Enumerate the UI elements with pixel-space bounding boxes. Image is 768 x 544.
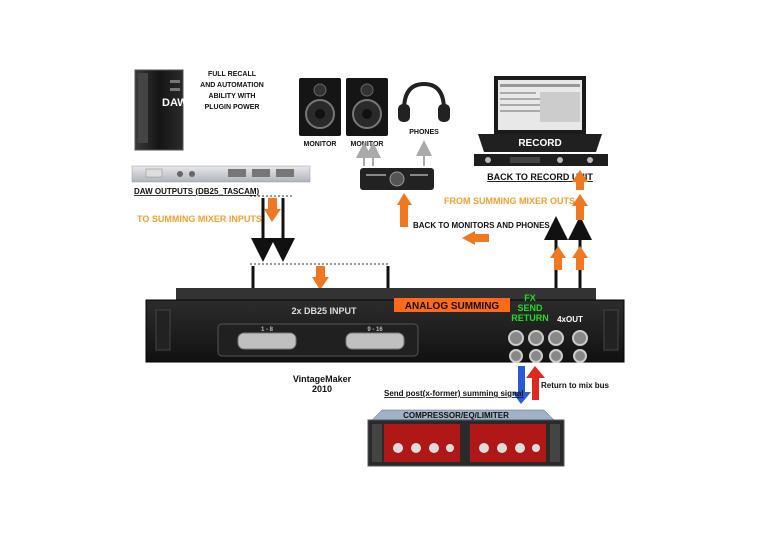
headphones-icon: PHONES (398, 81, 450, 136)
db25-b-label: 9 - 16 (367, 327, 383, 333)
red-return-arrow (526, 366, 545, 400)
laptop-icon: RECORD (478, 76, 602, 152)
return-label: RETURN (511, 313, 549, 323)
daw-label: DAW (162, 97, 188, 109)
rack-interface-icon (474, 154, 608, 166)
orange-arrow-left (462, 231, 489, 245)
monitor-left-label: MONITOR (304, 141, 337, 148)
back-to-monitors-label: BACK TO MONITORS AND PHONES (413, 221, 550, 230)
full-recall-line-4: PLUGIN POWER (205, 104, 260, 111)
orange-arrow-record-2 (572, 170, 588, 190)
monitor-controller-icon (360, 168, 434, 190)
return-mix-label: Return to mix bus (541, 381, 610, 390)
analog-summing-badge (394, 298, 510, 312)
daw-outputs-label: DAW OUTPUTS (DB25_TASCAM) (134, 187, 260, 196)
compressor-unit-icon (367, 409, 565, 467)
vintagemaker-label: VintageMaker (293, 374, 352, 384)
monitor-speaker-icon: MONITOR (299, 78, 341, 148)
four-out-label: 4xOUT (557, 315, 583, 324)
back-to-record-label: BACK TO RECORD UNIT (487, 172, 593, 182)
orange-arrow-input (312, 266, 329, 290)
summing-mixer-icon: 1 - 8 9 - 16 (145, 288, 625, 363)
send-label: SEND (517, 303, 543, 313)
year-label: 2010 (312, 384, 332, 394)
analog-summing-label: ANALOG SUMMING (405, 301, 500, 312)
db25-a-label: 1 - 8 (261, 327, 274, 333)
record-label: RECORD (518, 138, 561, 149)
blue-send-arrow (512, 366, 531, 404)
send-post-label: Send post(x-former) summing signal (384, 389, 524, 398)
db25-input-label: 2x DB25 INPUT (291, 306, 357, 316)
orange-arrow-out-1 (550, 246, 566, 270)
orange-arrow-out-2 (572, 246, 588, 270)
monitor-speaker-icon: MONITOR (346, 78, 388, 148)
orange-arrow-daw (264, 198, 281, 222)
monitor-right-label: MONITOR (351, 141, 384, 148)
fx-label: FX (524, 293, 536, 303)
compressor-label: COMPRESSOR/EQ/LIMITER (403, 411, 509, 420)
orange-arrow-record (572, 194, 588, 220)
full-recall-line-1: FULL RECALL (208, 71, 257, 78)
rack-interface-icon (131, 165, 311, 183)
phones-label: PHONES (409, 129, 439, 136)
full-recall-line-2: AND AUTOMATION (200, 82, 264, 89)
output-jacks (508, 330, 588, 363)
from-summing-outs-label: FROM SUMMING MIXER OUTS (444, 196, 575, 206)
daw-tower-icon: DAW (134, 69, 188, 151)
orange-arrow-controller (397, 193, 412, 227)
full-recall-line-3: ABILITY WITH (209, 93, 256, 100)
to-summing-inputs-label: TO SUMMING MIXER INPUTS (137, 214, 262, 224)
